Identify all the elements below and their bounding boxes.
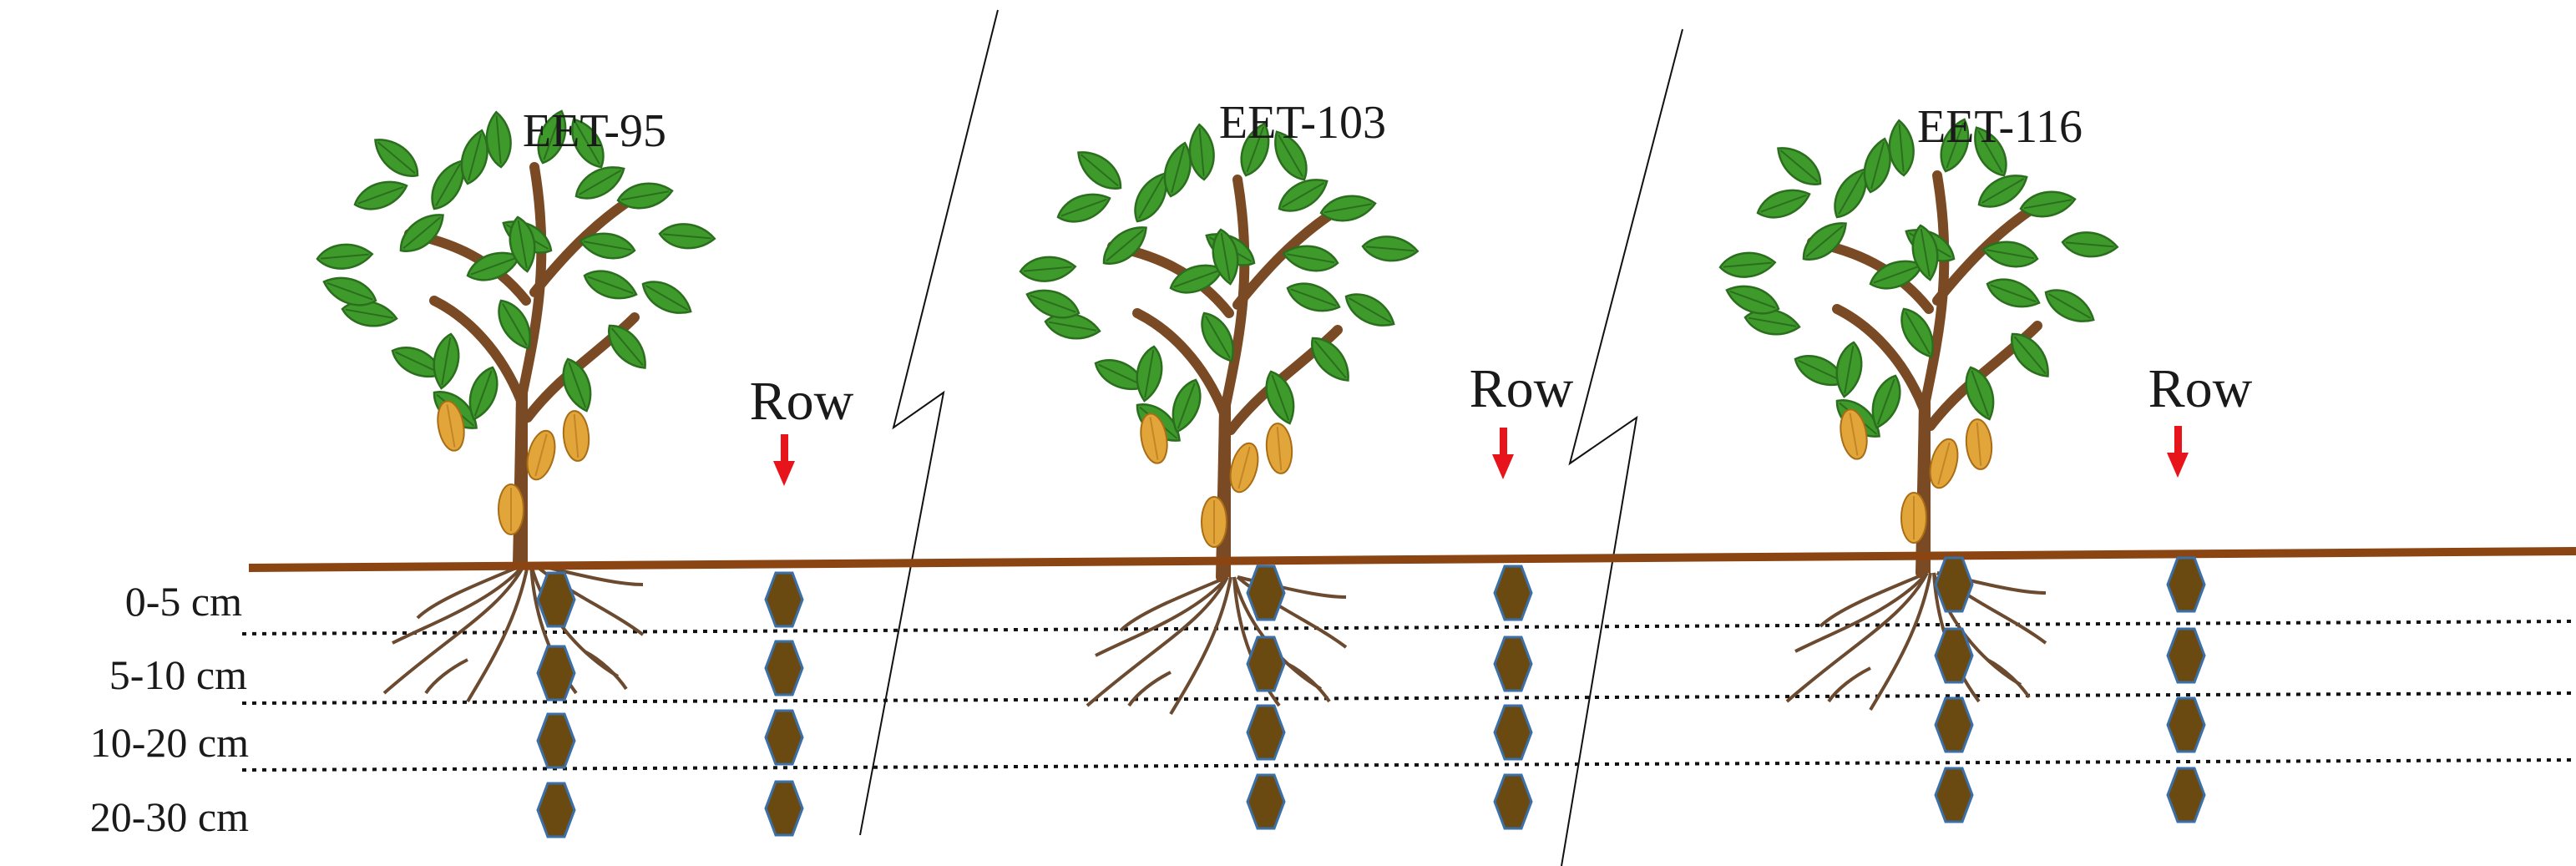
depth-label: 0-5 cm xyxy=(125,578,242,625)
sample-point-icon xyxy=(1934,767,1974,823)
tree-group-eet-95 xyxy=(315,105,717,703)
sample-point-icon xyxy=(536,712,576,769)
tree-group-eet-116 xyxy=(1718,114,2120,712)
row-arrow-icon xyxy=(2167,426,2189,478)
sample-point-icon xyxy=(764,780,804,837)
depth-boundary-line xyxy=(241,758,2576,772)
tree-label-eet-116: EET-116 xyxy=(1917,101,2083,153)
tree-roots xyxy=(1086,575,1348,716)
sample-point-icon xyxy=(536,645,576,701)
depth-boundary-line xyxy=(241,691,2576,705)
row-arrow-icon xyxy=(1492,428,1514,479)
sample-point-icon xyxy=(2166,556,2206,613)
sample-point-icon xyxy=(1246,636,1286,692)
sample-point-icon xyxy=(764,571,804,628)
tree-roots xyxy=(1785,571,2047,712)
sample-point-icon xyxy=(1493,565,1533,621)
tree-trunk xyxy=(404,162,648,570)
sample-point-icon xyxy=(1493,704,1533,761)
sample-point-icon xyxy=(1246,773,1286,830)
sample-point-icon xyxy=(764,709,804,766)
cocoa-pods xyxy=(433,398,592,535)
break-line-1 xyxy=(859,9,999,836)
depth-label: 10-20 cm xyxy=(90,719,249,766)
sample-point-icon xyxy=(536,782,576,838)
sample-point-icon xyxy=(1246,565,1286,621)
sample-point-icon xyxy=(1493,773,1533,830)
sample-points xyxy=(536,556,2206,838)
cocoa-pods xyxy=(1836,406,1995,544)
tree-trunk xyxy=(1807,170,2051,578)
sample-point-icon xyxy=(2166,627,2206,684)
sample-point-icon xyxy=(1493,636,1533,692)
depth-boundaries xyxy=(241,620,2576,772)
depth-boundary-line xyxy=(241,620,2576,636)
depth-label: 5-10 cm xyxy=(109,651,247,698)
row-label: Row xyxy=(2148,358,2253,419)
tree-trunk xyxy=(1107,175,1351,582)
sample-point-icon xyxy=(1934,696,1974,753)
ground-surface-line xyxy=(248,547,2576,572)
cocoa-pods xyxy=(1136,410,1295,548)
tree-label-eet-95: EET-95 xyxy=(523,105,666,157)
break-line-2 xyxy=(1561,28,1683,866)
sample-point-icon xyxy=(764,640,804,696)
depth-label: 20-30 cm xyxy=(90,793,249,840)
sample-point-icon xyxy=(1934,556,1974,613)
sample-point-icon xyxy=(2166,696,2206,753)
row-arrow-icon xyxy=(773,434,795,486)
depth-labels: 0-5 cm 5-10 cm 10-20 cm 20-30 cm xyxy=(90,578,249,840)
row-label: Row xyxy=(750,371,854,432)
row-label: Row xyxy=(1470,358,1574,419)
tree-label-eet-103: EET-103 xyxy=(1219,97,1386,149)
sample-point-icon xyxy=(536,571,576,628)
tree-group-eet-103 xyxy=(1018,118,1420,716)
sample-point-icon xyxy=(1246,704,1286,761)
sample-point-icon xyxy=(2166,767,2206,823)
